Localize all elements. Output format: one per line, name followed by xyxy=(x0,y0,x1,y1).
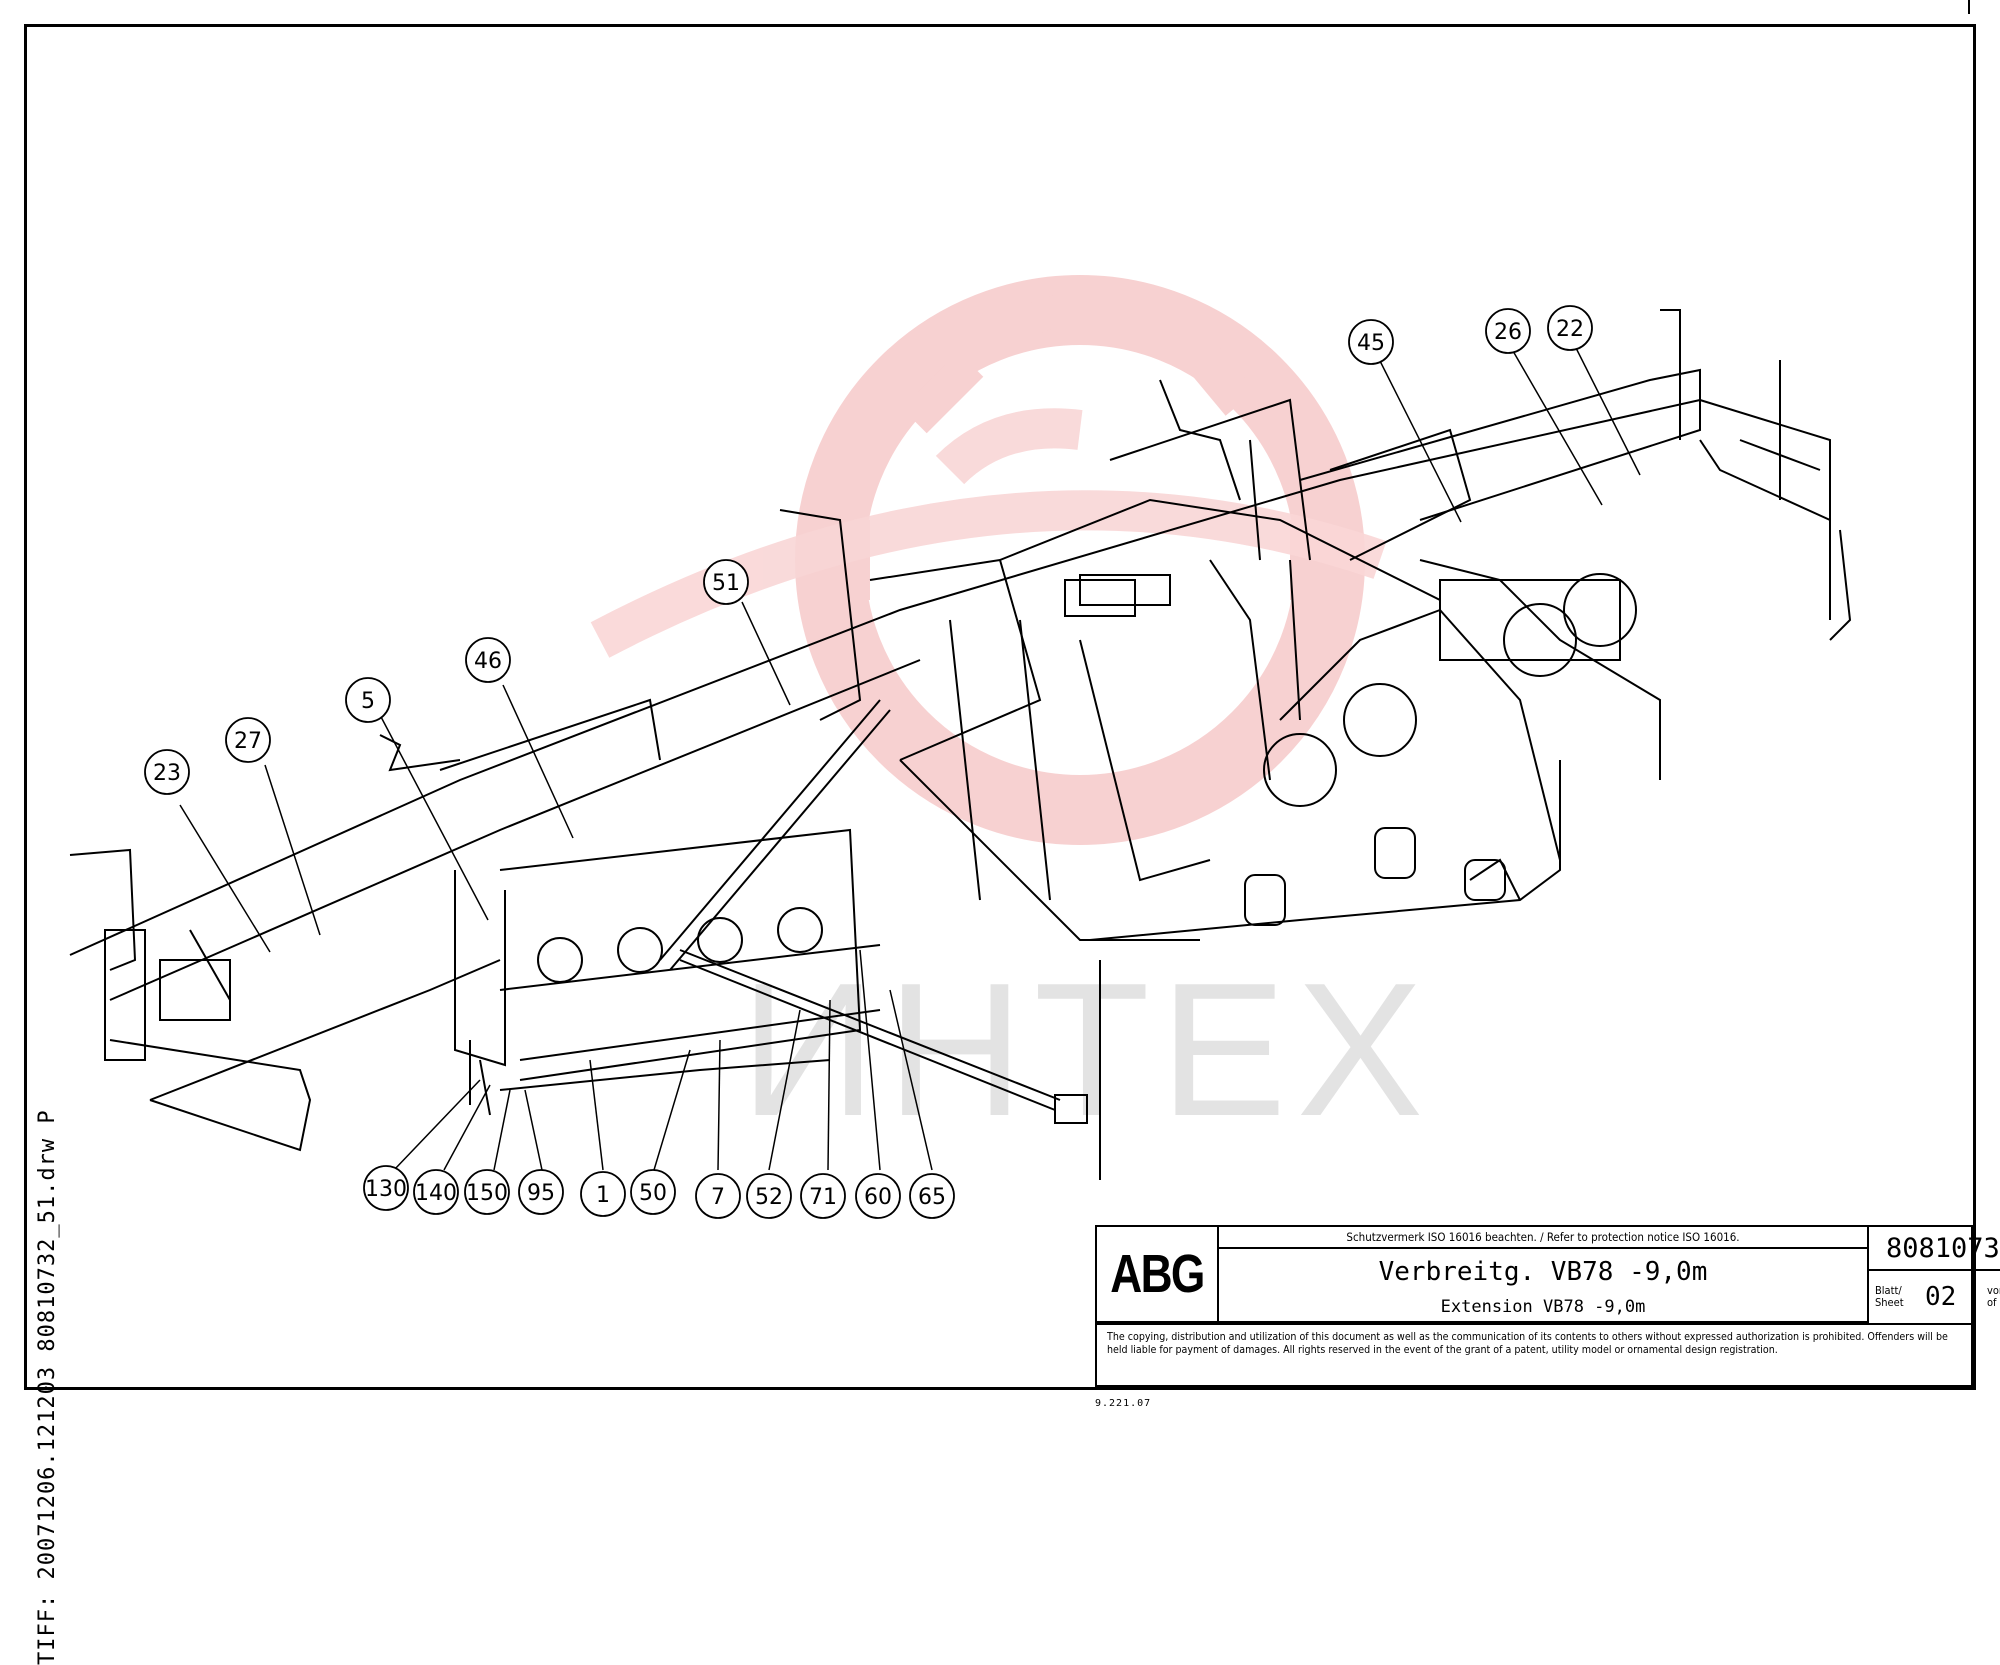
balloon-23: 23 xyxy=(144,749,190,795)
watermark-gear-icon xyxy=(795,275,1365,845)
balloon-circle xyxy=(909,1173,955,1219)
balloon-circle xyxy=(1348,319,1394,365)
copyright-disclaimer: The copying, distribution and utilizatio… xyxy=(1107,1331,1948,1356)
balloon-71: 71 xyxy=(800,1173,846,1219)
balloon-label: 46 xyxy=(474,649,502,674)
balloon-circle xyxy=(518,1169,564,1215)
balloon-label: 52 xyxy=(755,1185,783,1210)
machine-frame-linework xyxy=(69,309,1852,1180)
watermark-text: ИНТЕХ xyxy=(740,944,1433,1156)
sheet-label: Blatt/ Sheet xyxy=(1875,1284,1904,1309)
balloon-5: 5 xyxy=(345,677,391,723)
title-block: ABG Schutzvermerk ISO 16016 beachten. / … xyxy=(1095,1225,2000,1387)
drawing-sheet: TIFF: 20071206.121203 80810732_51.drw P … xyxy=(24,0,2000,1665)
drawing-title: Verbreitg. VB78 -9,0m Extension VB78 -9,… xyxy=(1219,1249,1869,1323)
balloon-label: 5 xyxy=(361,689,375,714)
title-german: Verbreitg. VB78 -9,0m xyxy=(1378,1257,1708,1287)
sheet-number: 02 xyxy=(1925,1282,1957,1312)
balloon-7: 7 xyxy=(695,1173,741,1219)
balloon-label: 27 xyxy=(234,729,262,754)
corner-mark xyxy=(1968,0,1970,14)
balloon-circle xyxy=(464,1169,510,1215)
balloon-circle xyxy=(1547,305,1593,351)
title-block-divider xyxy=(1097,1323,1971,1325)
protection-notice: Schutzvermerk ISO 16016 beachten. / Refe… xyxy=(1219,1227,1869,1249)
balloon-label: 95 xyxy=(527,1181,555,1206)
sheet-cell: Blatt/ Sheet 02 xyxy=(1869,1271,2000,1323)
balloon-circle xyxy=(1485,308,1531,354)
balloon-label: 60 xyxy=(864,1185,892,1210)
balloon-circle xyxy=(800,1173,846,1219)
balloon-label: 140 xyxy=(415,1181,457,1206)
balloon-label: 22 xyxy=(1556,317,1584,342)
balloon-circle xyxy=(465,637,511,683)
part-number: 80810732 xyxy=(1869,1227,2000,1271)
balloon-95: 95 xyxy=(518,1169,564,1215)
balloon-46: 46 xyxy=(465,637,511,683)
balloon-circle xyxy=(580,1171,626,1217)
balloon-label: 130 xyxy=(365,1177,407,1202)
footer-code: 9.221.07 xyxy=(1095,1398,1152,1409)
balloon-label: 1 xyxy=(596,1183,610,1208)
balloon-130: 130 xyxy=(363,1165,409,1211)
of-label: von/ of xyxy=(1987,1284,2000,1309)
title-english: Extension VB78 -9,0m xyxy=(1440,1297,1646,1317)
balloon-circle xyxy=(630,1169,676,1215)
balloon-label: 65 xyxy=(918,1185,946,1210)
exploded-assembly-drawing: ИНТЕХ xyxy=(69,275,1852,1219)
balloon-45: 45 xyxy=(1348,319,1394,365)
logo-cell: ABG xyxy=(1097,1227,1219,1323)
balloon-50: 50 xyxy=(630,1169,676,1215)
balloon-label: 71 xyxy=(809,1185,837,1210)
watermark-arc-icon xyxy=(590,408,1387,658)
balloon-26: 26 xyxy=(1485,308,1531,354)
balloon-label: 26 xyxy=(1494,320,1522,345)
balloon-circle xyxy=(345,677,391,723)
balloon-65: 65 xyxy=(909,1173,955,1219)
balloon-circle xyxy=(363,1165,409,1211)
balloon-label: 7 xyxy=(711,1185,725,1210)
balloon-150: 150 xyxy=(464,1169,510,1215)
balloon-1: 1 xyxy=(580,1171,626,1217)
of-cell: von/ of04 xyxy=(1987,1271,2000,1323)
balloon-circle xyxy=(703,559,749,605)
balloon-51: 51 xyxy=(703,559,749,605)
balloon-circle xyxy=(144,749,190,795)
balloon-circle xyxy=(695,1173,741,1219)
balloon-label: 50 xyxy=(639,1181,667,1206)
balloon-27: 27 xyxy=(225,717,271,763)
balloon-circle xyxy=(225,717,271,763)
callout-leaders xyxy=(179,345,1641,1171)
balloon-circle xyxy=(855,1173,901,1219)
abg-logo: ABG xyxy=(1110,1244,1205,1304)
balloon-circle xyxy=(413,1169,459,1215)
balloon-label: 45 xyxy=(1357,331,1385,356)
balloon-label: 23 xyxy=(153,761,181,786)
balloon-label: 150 xyxy=(466,1181,508,1206)
balloon-circle xyxy=(746,1173,792,1219)
sheet-border xyxy=(24,24,1976,1390)
balloon-22: 22 xyxy=(1547,305,1593,351)
balloon-label: 51 xyxy=(712,571,740,596)
balloon-140: 140 xyxy=(413,1169,459,1215)
balloon-52: 52 xyxy=(746,1173,792,1219)
balloon-60: 60 xyxy=(855,1173,901,1219)
